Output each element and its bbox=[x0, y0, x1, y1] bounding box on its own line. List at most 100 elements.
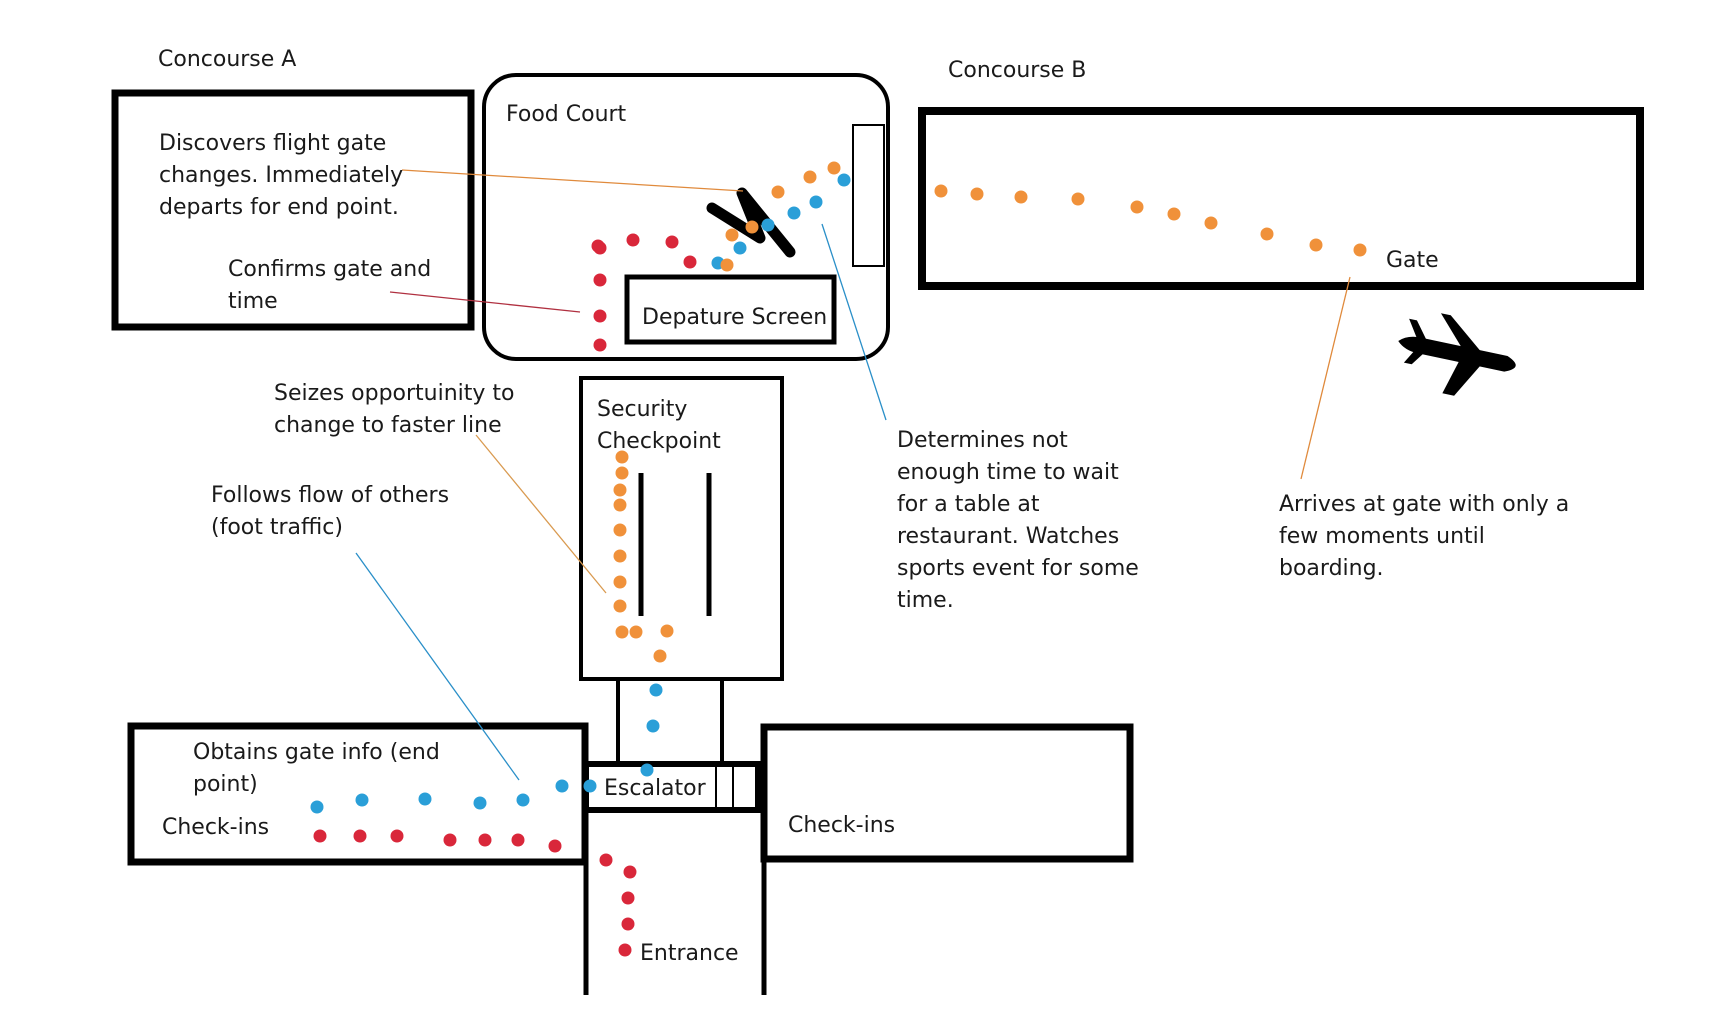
concourse-b-label: Concourse B bbox=[948, 58, 1086, 83]
entrance-label: Entrance bbox=[640, 941, 739, 966]
red-path-dot-11 bbox=[353, 829, 367, 843]
leader-discovers bbox=[401, 169, 744, 192]
blue-path-dot-12 bbox=[733, 241, 747, 255]
red-path-dot-19 bbox=[665, 235, 679, 249]
red-path-dot-15 bbox=[593, 273, 607, 287]
orange-path-dot-12 bbox=[615, 450, 629, 464]
red-path-dot-13 bbox=[593, 338, 607, 352]
annotation-arrives-line-1: Arrives at gate with only a bbox=[1279, 492, 1569, 517]
annotation-seizes-line-2: change to faster line bbox=[274, 413, 502, 438]
departure-screen-label: Depature Screen bbox=[642, 305, 827, 330]
orange-path-dot-18 bbox=[827, 161, 841, 175]
red-path-dot-20 bbox=[683, 255, 697, 269]
blue-path-dots bbox=[310, 173, 851, 814]
orange-path-dot-21 bbox=[1014, 190, 1028, 204]
security-checkpoint-room bbox=[579, 376, 784, 681]
orange-path-dot-15 bbox=[745, 220, 759, 234]
blue-path-dot-14 bbox=[787, 206, 801, 220]
leader-follows bbox=[355, 552, 520, 781]
annotation-determines-line-5: sports event for some bbox=[897, 556, 1139, 581]
orange-path-dot-10 bbox=[613, 483, 627, 497]
red-path-dot-3 bbox=[621, 891, 635, 905]
orange-path-dot-1 bbox=[653, 649, 667, 663]
blue-path-dot-2 bbox=[555, 779, 569, 793]
blue-path-dot-1 bbox=[583, 779, 597, 793]
annotation-determines-line-6: time. bbox=[897, 588, 954, 613]
orange-path-dot-8 bbox=[613, 523, 627, 537]
annotation-obtains-line-1: Obtains gate info (end bbox=[193, 740, 440, 765]
red-path-dot-14 bbox=[593, 309, 607, 323]
food-court-side-counter bbox=[852, 124, 885, 267]
escalator-label: Escalator bbox=[604, 776, 707, 801]
orange-path-dot-14 bbox=[725, 228, 739, 242]
orange-path-dot-22 bbox=[1071, 192, 1085, 206]
blue-path-dot-15 bbox=[809, 195, 823, 209]
annotation-discovers-line-2: changes. Immediately bbox=[159, 163, 403, 188]
red-path-dot-4 bbox=[623, 865, 637, 879]
gate-label: Gate bbox=[1386, 248, 1439, 273]
blue-path-dot-7 bbox=[310, 800, 324, 814]
blue-path-dot-13 bbox=[761, 218, 775, 232]
orange-path-dot-7 bbox=[613, 549, 627, 563]
leader-confirms bbox=[389, 291, 581, 313]
leader-determines bbox=[821, 223, 887, 421]
orange-path-dot-11 bbox=[615, 466, 629, 480]
annotation-follows-line-1: Follows flow of others bbox=[211, 483, 449, 508]
red-path-dot-2 bbox=[621, 917, 635, 931]
orange-path-dots bbox=[613, 161, 1367, 663]
red-path-dot-6 bbox=[548, 839, 562, 853]
orange-path-dot-25 bbox=[1204, 216, 1218, 230]
red-path-dot-9 bbox=[443, 833, 457, 847]
orange-path-dot-20 bbox=[970, 187, 984, 201]
check-ins-left-label: Check-ins bbox=[162, 815, 269, 840]
red-path-dot-1 bbox=[618, 943, 632, 957]
blue-path-dot-8 bbox=[640, 763, 654, 777]
orange-path-dot-2 bbox=[660, 624, 674, 638]
blue-path-dot-6 bbox=[355, 793, 369, 807]
red-path-dots bbox=[313, 233, 697, 957]
annotation-determines-line-2: enough time to wait bbox=[897, 460, 1119, 485]
orange-path-dot-26 bbox=[1260, 227, 1274, 241]
orange-path-dot-13 bbox=[720, 258, 734, 272]
orange-path-dot-23 bbox=[1130, 200, 1144, 214]
food-court-label: Food Court bbox=[506, 102, 627, 127]
annotation-obtains-line-2: point) bbox=[193, 772, 258, 797]
security-label-line-1: Security bbox=[597, 397, 687, 422]
orange-path-dot-16 bbox=[771, 185, 785, 199]
leader-seizes bbox=[475, 434, 607, 594]
annotation-seizes-line-1: Seizes opportuinity to bbox=[274, 381, 515, 406]
blue-path-dot-4 bbox=[473, 796, 487, 810]
security-label-line-2: Checkpoint bbox=[597, 429, 721, 454]
annotation-determines-line-4: restaurant. Watches bbox=[897, 524, 1119, 549]
leader-lines bbox=[355, 169, 1351, 781]
annotation-determines-line-1: Determines not bbox=[897, 428, 1068, 453]
annotation-follows-line-2: (foot traffic) bbox=[211, 515, 343, 540]
red-path-dot-12 bbox=[313, 829, 327, 843]
orange-path-dot-4 bbox=[615, 625, 629, 639]
structures bbox=[111, 73, 1644, 995]
orange-path-dot-24 bbox=[1167, 207, 1181, 221]
annotation-discovers-line-1: Discovers flight gate bbox=[159, 131, 386, 156]
blue-path-dot-9 bbox=[646, 719, 660, 733]
departure-screen-box bbox=[624, 274, 837, 345]
blue-path-dot-3 bbox=[516, 793, 530, 807]
red-path-dot-5 bbox=[599, 853, 613, 867]
orange-path-dot-19 bbox=[934, 184, 948, 198]
annotation-arrives-line-2: few moments until bbox=[1279, 524, 1485, 549]
blue-path-dot-16 bbox=[837, 173, 851, 187]
orange-path-dot-5 bbox=[613, 599, 627, 613]
annotation-arrives-line-3: boarding. bbox=[1279, 556, 1384, 581]
red-path-dot-18 bbox=[626, 233, 640, 247]
concourse-a-label: Concourse A bbox=[158, 47, 296, 72]
concourse-a-room bbox=[111, 89, 475, 331]
annotation-discovers-line-3: departs for end point. bbox=[159, 195, 399, 220]
leader-arrives bbox=[1300, 276, 1351, 480]
annotation-confirms-line-1: Confirms gate and bbox=[228, 257, 431, 282]
red-path-dot-17 bbox=[591, 239, 605, 253]
blue-path-dot-5 bbox=[418, 792, 432, 806]
red-path-dot-10 bbox=[390, 829, 404, 843]
red-path-dot-8 bbox=[478, 833, 492, 847]
red-path-dot-7 bbox=[511, 833, 525, 847]
orange-path-dot-27 bbox=[1309, 238, 1323, 252]
